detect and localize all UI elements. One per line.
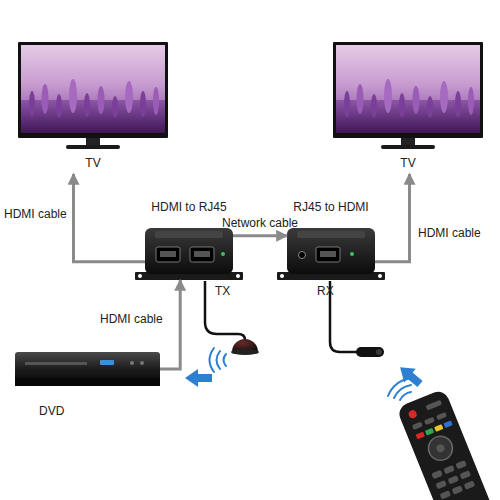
cable-arrow [74, 174, 146, 262]
remote-button [436, 412, 447, 420]
cable-label: HDMI cable [418, 226, 481, 240]
hdmi-port [316, 247, 340, 262]
device-body [287, 228, 375, 274]
player-button [140, 361, 144, 365]
remote-button [431, 470, 443, 479]
remote-button [412, 422, 423, 430]
ir-emitter-base [231, 349, 259, 355]
remote-button [452, 485, 464, 494]
remote-button [455, 460, 467, 469]
cable-label: HDMI cable [100, 312, 163, 326]
transmitter-box: HDMI to RJ45TX [145, 228, 233, 280]
power-button [408, 409, 418, 419]
tv-box: TV [18, 42, 168, 174]
cable-label: Network cable [222, 216, 298, 230]
remote-button [464, 480, 476, 489]
cable-arrow [375, 174, 410, 262]
remote-button [447, 475, 459, 484]
device-name: TV [18, 156, 168, 170]
device-name: DVD [39, 404, 64, 418]
ir-wave [400, 392, 411, 400]
cable-label: HDMI cable [4, 207, 67, 221]
device-heading: RJ45 to HDMI [262, 200, 400, 214]
remote-button [435, 480, 447, 489]
remote-button [425, 400, 442, 411]
nav-pad [425, 433, 456, 464]
device-label-strip [297, 231, 365, 238]
ir-signal-arrow [394, 360, 425, 391]
ir-signal-arrow [185, 369, 212, 387]
disc-tray [25, 362, 87, 365]
ir-wave [394, 385, 411, 398]
status-led [350, 252, 354, 256]
ir-signal-arrow-shape [394, 360, 425, 391]
port-contacts [320, 251, 336, 257]
ir-emitter-cable [205, 281, 245, 340]
color-button [425, 428, 434, 436]
mounting-hole [236, 274, 240, 278]
mounting-hole [138, 274, 142, 278]
ir-waves [388, 378, 411, 400]
receiver-box: RJ45 to HDMIRX [287, 228, 375, 280]
ok-button [435, 443, 445, 453]
ir-receiver-sensor [356, 347, 384, 357]
device-heading: HDMI to RJ45 [120, 200, 258, 214]
device-name: TX [215, 284, 230, 298]
status-led [221, 252, 225, 256]
receiver-device [277, 228, 385, 280]
transmitter-device [135, 228, 243, 280]
hdmi-port [156, 247, 180, 262]
remote-control [396, 388, 500, 500]
ir-receiver-cable [330, 281, 358, 352]
ir-wave [217, 351, 221, 369]
port-contacts [194, 251, 210, 257]
device-name: RX [317, 284, 334, 298]
remote-button [424, 417, 435, 425]
player-front-base [15, 378, 160, 386]
mounting-hole [280, 274, 284, 278]
tv-illustration [333, 42, 483, 149]
cable-arrow [160, 280, 180, 369]
dvd-box: DVD [15, 352, 160, 386]
ir-wave [210, 348, 215, 372]
remote-body [396, 388, 500, 500]
color-button [416, 432, 425, 440]
tv-box: TV [333, 42, 483, 174]
display-light [100, 360, 114, 365]
color-button [434, 424, 443, 432]
device-body [145, 228, 233, 274]
dvd-player [15, 352, 160, 386]
remote-button [443, 465, 455, 474]
ir-waves [210, 348, 227, 372]
ir-wave [388, 378, 411, 396]
cable-arrow [233, 234, 287, 237]
device-label-strip [155, 231, 223, 238]
player-body [15, 352, 160, 386]
port-contacts [160, 251, 176, 257]
mounting-hole [378, 274, 382, 278]
remote-button [440, 490, 452, 499]
color-button [443, 420, 452, 428]
tv-illustration [18, 42, 168, 149]
ir-wave [224, 354, 227, 366]
remote-button [460, 470, 472, 479]
player-button [130, 361, 134, 365]
device-name: TV [333, 156, 483, 170]
ir-jack [299, 252, 306, 259]
hdmi-port [190, 247, 214, 262]
ir-receiver-eye [376, 349, 382, 355]
